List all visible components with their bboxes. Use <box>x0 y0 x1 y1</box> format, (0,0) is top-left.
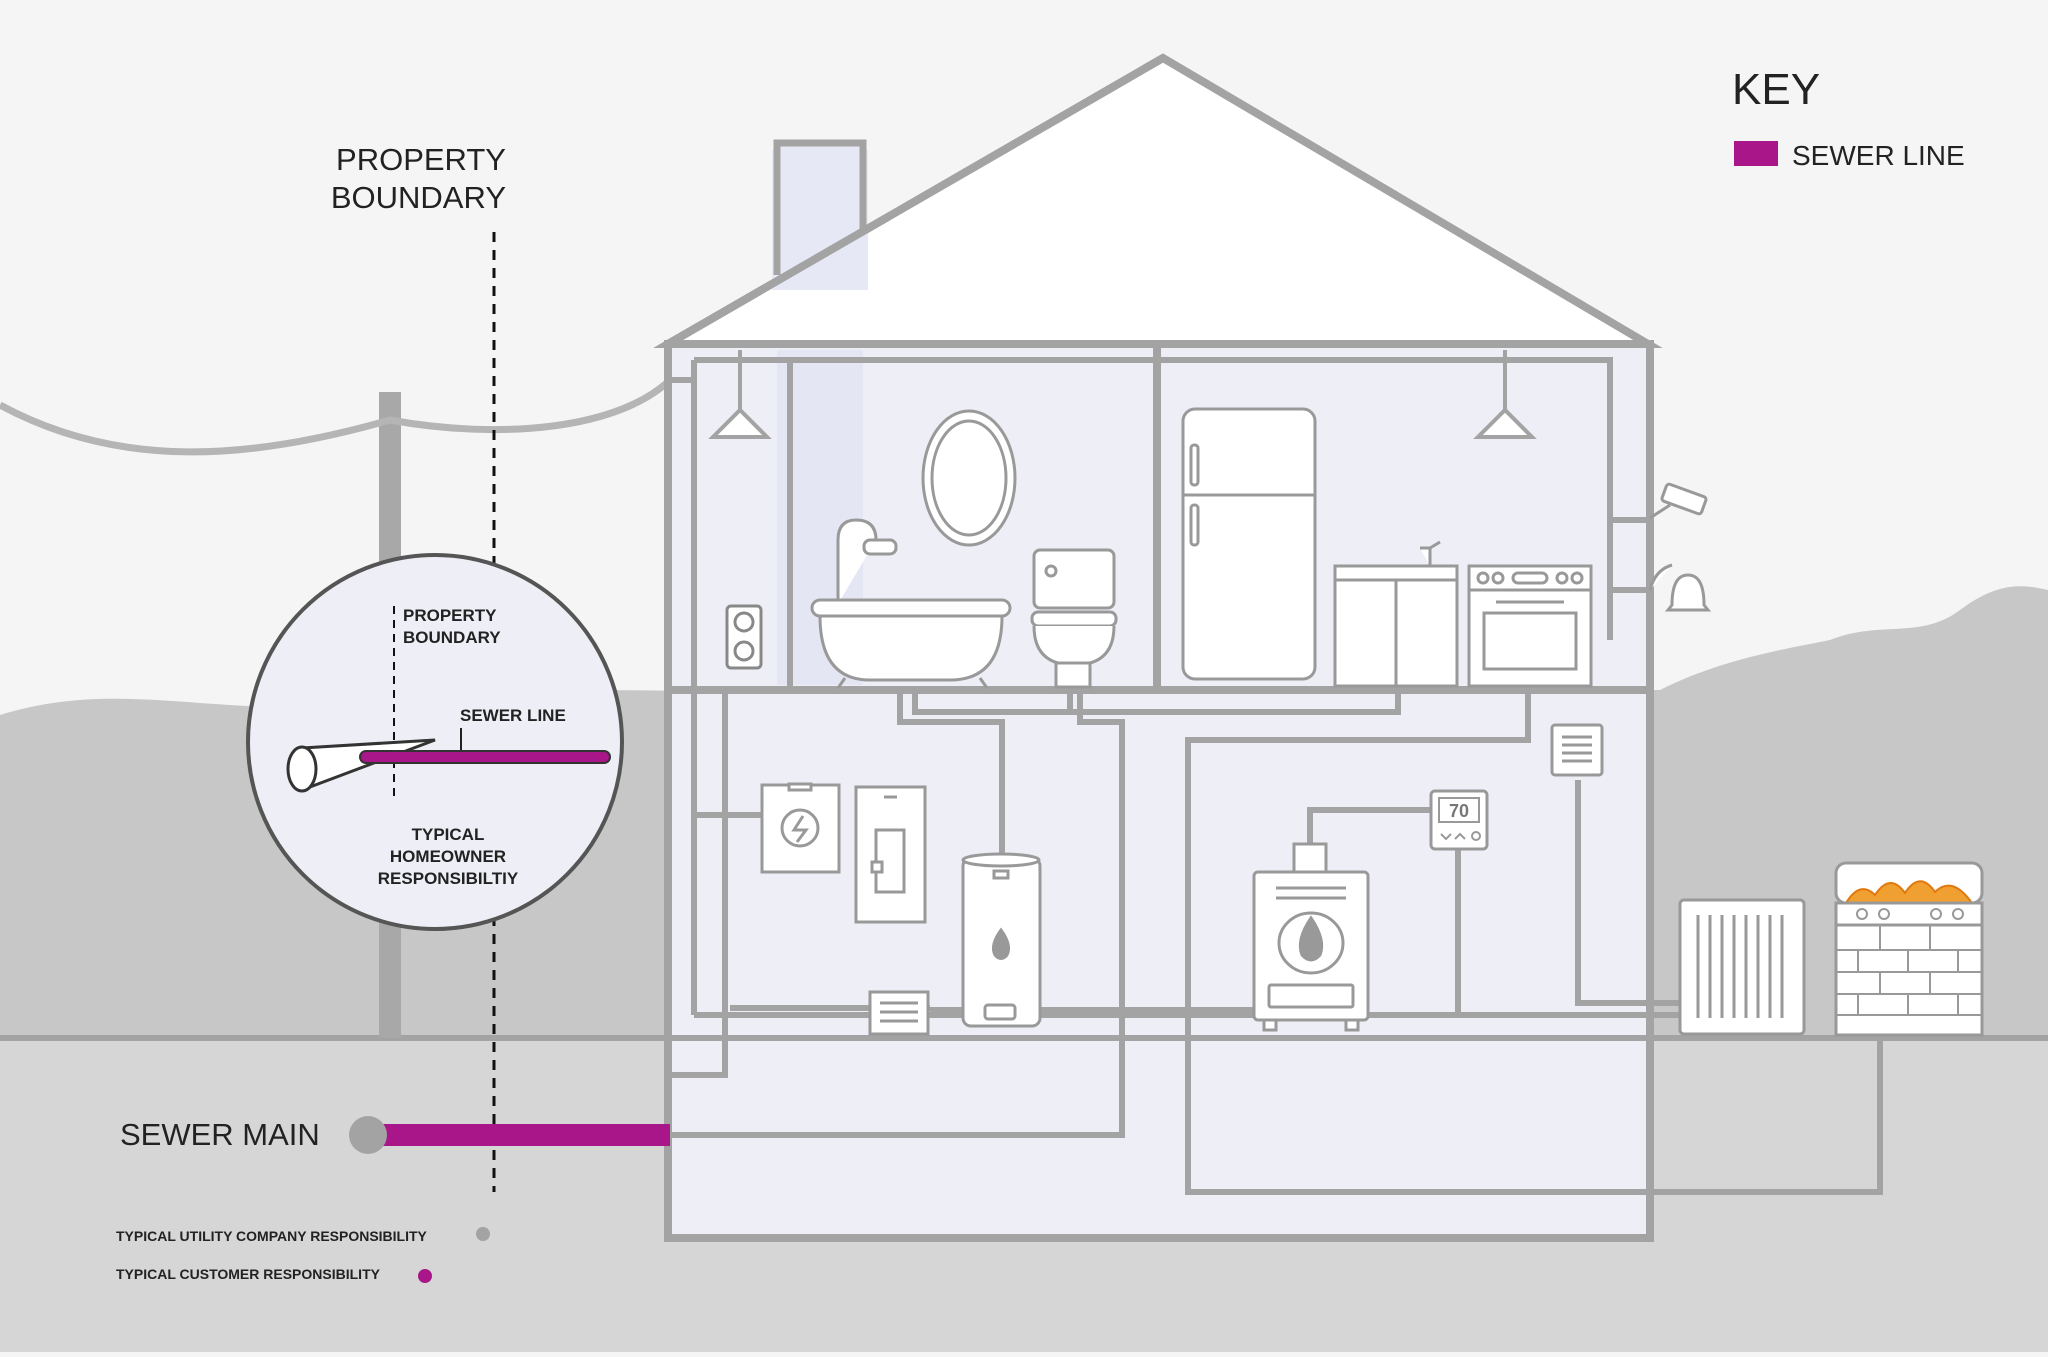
outlet-icon <box>725 604 763 670</box>
ac-unit-icon <box>1678 898 1806 1036</box>
property-boundary-label-2: BOUNDARY <box>331 180 506 215</box>
sewer-line <box>380 1124 670 1146</box>
bathtub-icon <box>810 518 1012 689</box>
sewer-main-label: SEWER MAIN <box>120 1117 320 1152</box>
furnace-icon <box>1252 842 1370 1032</box>
key-item-label: SEWER LINE <box>1792 140 1965 171</box>
svg-text:RESPONSIBILTIY: RESPONSIBILTIY <box>378 869 519 888</box>
electric-panel-icon <box>854 785 927 924</box>
inset-magnifier: PROPERTY BOUNDARY SEWER LINE TYPICAL HOM… <box>246 553 624 931</box>
fire-pit-icon <box>1834 861 1984 1037</box>
house-pipes <box>668 357 1883 1195</box>
chimney-top <box>772 150 868 290</box>
sewer-main-connection <box>349 1116 387 1154</box>
sink-icon <box>1333 540 1459 688</box>
legend-utility-label: TYPICAL UTILITY COMPANY RESPONSIBILITY <box>116 1228 428 1244</box>
legend-customer-label: TYPICAL CUSTOMER RESPONSIBILITY <box>116 1266 381 1282</box>
svg-text:TYPICAL: TYPICAL <box>412 825 485 844</box>
key-title: KEY <box>1732 65 1820 114</box>
mirror-icon <box>921 409 1017 547</box>
stove-icon <box>1467 564 1593 688</box>
property-boundary-label-1: PROPERTY <box>336 142 506 177</box>
floor-vent-icon <box>868 990 930 1036</box>
svg-text:SEWER LINE: SEWER LINE <box>460 706 566 725</box>
legend-customer-dot <box>418 1269 432 1283</box>
security-camera-icon <box>1649 482 1708 520</box>
electric-panel-icon <box>760 782 841 874</box>
thermostat-icon: 70 <box>1429 789 1489 851</box>
svg-text:PROPERTY: PROPERTY <box>403 606 497 625</box>
wall-vent-icon <box>1550 723 1604 777</box>
svg-text:HOMEOWNER: HOMEOWNER <box>390 847 506 866</box>
svg-text:BOUNDARY: BOUNDARY <box>403 628 501 647</box>
key-swatch <box>1734 141 1778 166</box>
thermostat-reading: 70 <box>1449 801 1469 821</box>
legend-utility-dot <box>476 1227 490 1241</box>
ceiling-lamp-icon <box>1473 350 1537 439</box>
toilet-icon <box>1030 548 1118 689</box>
water-heater-icon <box>961 852 1042 1028</box>
doorbell-icon <box>1648 563 1712 612</box>
refrigerator-icon <box>1181 407 1317 681</box>
ceiling-lamp-icon <box>708 350 772 439</box>
